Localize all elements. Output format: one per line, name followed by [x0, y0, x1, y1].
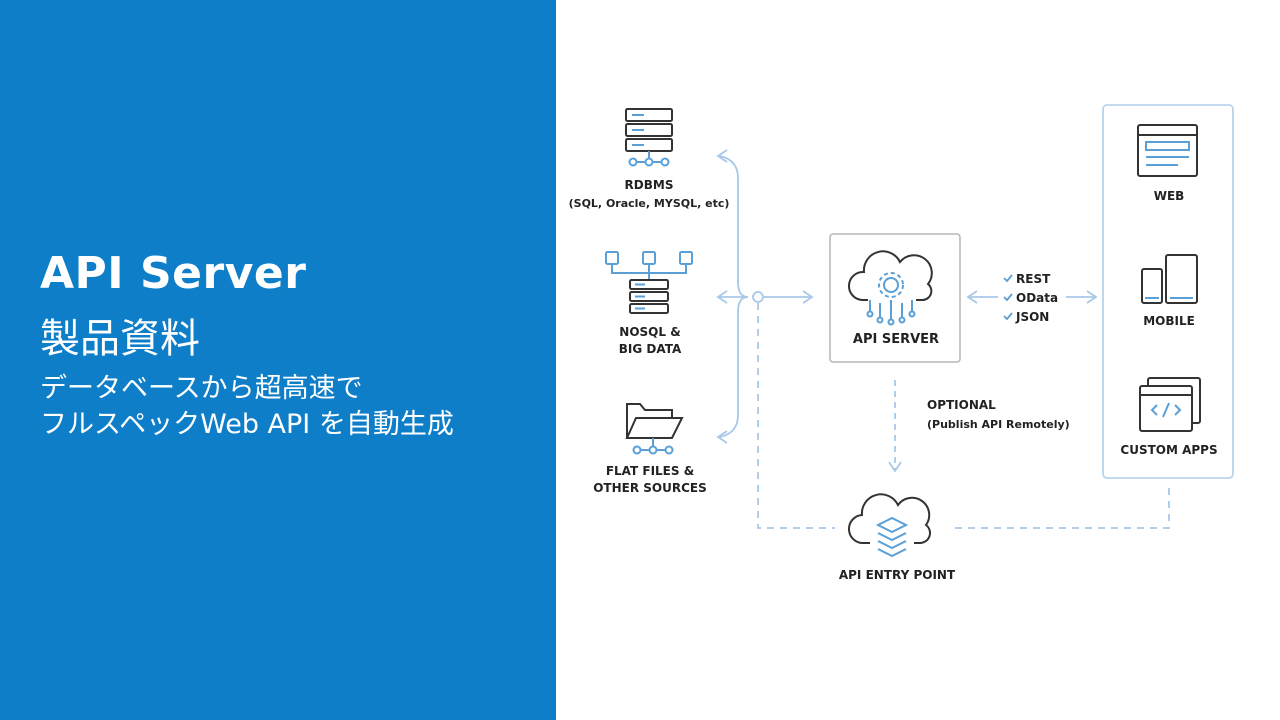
nosql-label-line1: NOSQL &	[619, 325, 680, 339]
files-label-line2: OTHER SOURCES	[593, 481, 707, 495]
rdbms-sublabel: (SQL, Oracle, MYSQL, etc)	[569, 197, 730, 210]
protocol-rest: REST	[1016, 272, 1051, 286]
folder-icon	[625, 403, 684, 455]
code-window-icon	[1139, 377, 1201, 432]
files-label-line1: FLAT FILES &	[606, 464, 694, 478]
cloud-gear-icon	[847, 250, 933, 326]
title-panel: API Server 製品資料 データベースから超高速で フルスペックWeb A…	[0, 0, 556, 720]
optional-sublabel: (Publish API Remotely)	[927, 418, 1070, 431]
entry-point-label: API ENTRY POINT	[839, 568, 956, 582]
web-browser-icon	[1137, 124, 1198, 177]
slide-title: API Server	[40, 248, 307, 299]
optional-label: OPTIONAL	[927, 398, 996, 412]
architecture-diagram: RDBMS (SQL, Oracle, MYSQL, etc) NOSQL & …	[569, 104, 1234, 582]
protocol-list: REST OData JSON	[1003, 272, 1058, 324]
optional-dashed-arrow	[888, 380, 902, 473]
slide-description-line1: データベースから超高速で	[40, 373, 363, 404]
rdbms-label: RDBMS	[625, 178, 674, 192]
check-icon	[1003, 293, 1013, 302]
client-custom-label: CUSTOM APPS	[1120, 443, 1217, 457]
protocol-json: JSON	[1015, 310, 1049, 324]
client-web-label: WEB	[1154, 189, 1185, 203]
nosql-label-line2: BIG DATA	[619, 342, 682, 356]
check-icon	[1003, 274, 1013, 283]
api-server-box	[829, 233, 961, 363]
server-client-arrow	[966, 290, 1098, 304]
database-server-icon	[625, 108, 673, 167]
source-connector	[716, 149, 814, 444]
mobile-devices-icon	[1141, 254, 1198, 304]
cloud-layers-icon	[847, 493, 931, 558]
check-icon	[1003, 312, 1013, 321]
client-mobile-label: MOBILE	[1143, 314, 1195, 328]
protocol-odata: OData	[1016, 291, 1058, 305]
api-server-label: API SERVER	[853, 332, 939, 347]
slide-description-line2: フルスペックWeb API を自動生成	[40, 409, 454, 440]
remote-dashed-lines	[757, 303, 1170, 529]
nosql-database-icon	[605, 251, 693, 314]
slide-subtitle: 製品資料	[40, 316, 200, 362]
